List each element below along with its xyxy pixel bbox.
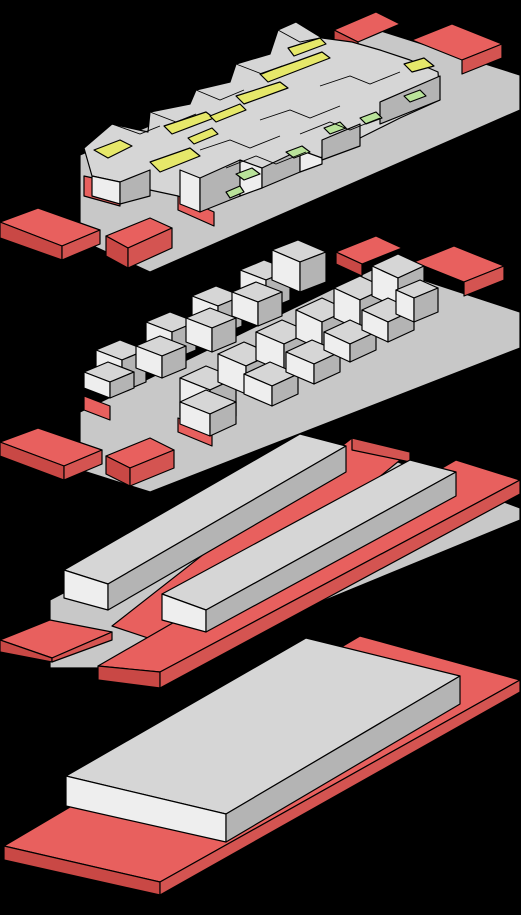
podium-blocks bbox=[0, 235, 505, 487]
courtyard-building bbox=[83, 21, 441, 227]
single-block-building bbox=[65, 637, 461, 843]
building-detail-lines bbox=[111, 29, 401, 169]
layer-single-block bbox=[3, 635, 521, 896]
block-cluster bbox=[83, 239, 439, 437]
bar-building-1 bbox=[63, 433, 347, 611]
podium-blocks bbox=[0, 11, 503, 269]
courtyard-zones bbox=[93, 37, 435, 173]
bar-building-2 bbox=[161, 459, 457, 633]
layer-articulated-courtyards bbox=[0, 11, 521, 273]
layer-subdivided-blocks bbox=[0, 235, 521, 493]
layer-two-bars bbox=[0, 433, 521, 689]
